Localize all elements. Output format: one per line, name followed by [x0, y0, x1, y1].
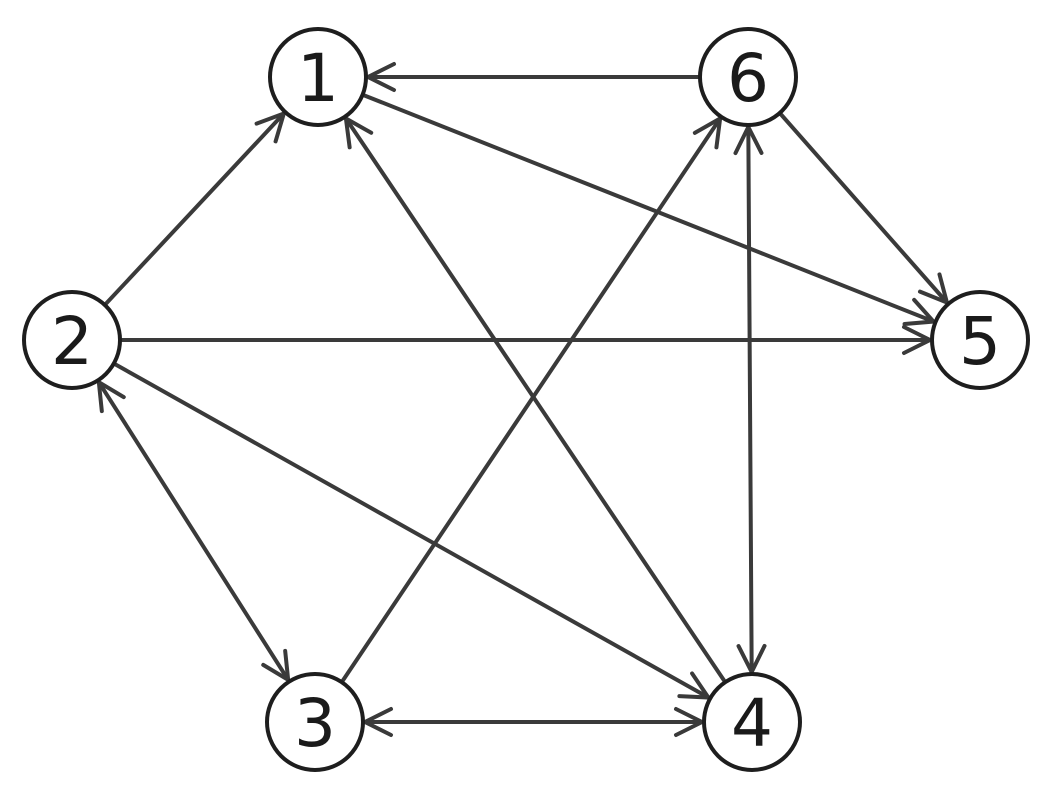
node-4-label: 4 [731, 685, 773, 762]
edge-2-4 [113, 362, 713, 700]
arrowhead [692, 114, 723, 150]
arrowhead [96, 378, 126, 414]
arrowhead [261, 648, 291, 684]
node-6-label: 6 [727, 40, 769, 117]
nodes-layer: 1 2 3 4 5 6 [22, 27, 1030, 772]
edge-line [362, 93, 936, 324]
edge-6-4-bidirectional [733, 122, 767, 677]
edge-line [340, 116, 723, 683]
node-1: 1 [268, 27, 368, 127]
arrowhead [343, 114, 374, 150]
node-5-label: 5 [959, 303, 1001, 380]
edge-line [96, 380, 291, 682]
node-4-circle [702, 672, 802, 772]
edge-6-1 [363, 62, 700, 92]
node-1-label: 1 [297, 40, 339, 117]
edges-layer [96, 62, 950, 737]
edge-2-5 [120, 325, 935, 355]
edge-1-5 [362, 93, 938, 327]
node-3: 3 [265, 672, 365, 772]
node-1-circle [268, 27, 368, 127]
node-2: 2 [22, 290, 122, 390]
edge-2-1 [104, 110, 287, 306]
edge-line [779, 112, 949, 305]
edge-line [113, 362, 711, 700]
node-2-circle [22, 290, 122, 390]
node-3-circle [265, 672, 365, 772]
edge-3-4-bidirectional [360, 707, 707, 737]
node-3-label: 3 [294, 685, 336, 762]
node-5-circle [930, 290, 1030, 390]
edge-line [746, 124, 754, 675]
node-6: 6 [698, 27, 798, 127]
node-2-label: 2 [51, 303, 93, 380]
edge-2-3-bidirectional [96, 378, 291, 684]
edge-6-5 [779, 112, 950, 306]
edge-line [343, 116, 727, 683]
edge-line [104, 111, 286, 306]
edge-3-6 [340, 114, 723, 683]
edge-4-1 [343, 114, 727, 683]
node-6-circle [698, 27, 798, 127]
node-5: 5 [930, 290, 1030, 390]
node-4: 4 [702, 672, 802, 772]
